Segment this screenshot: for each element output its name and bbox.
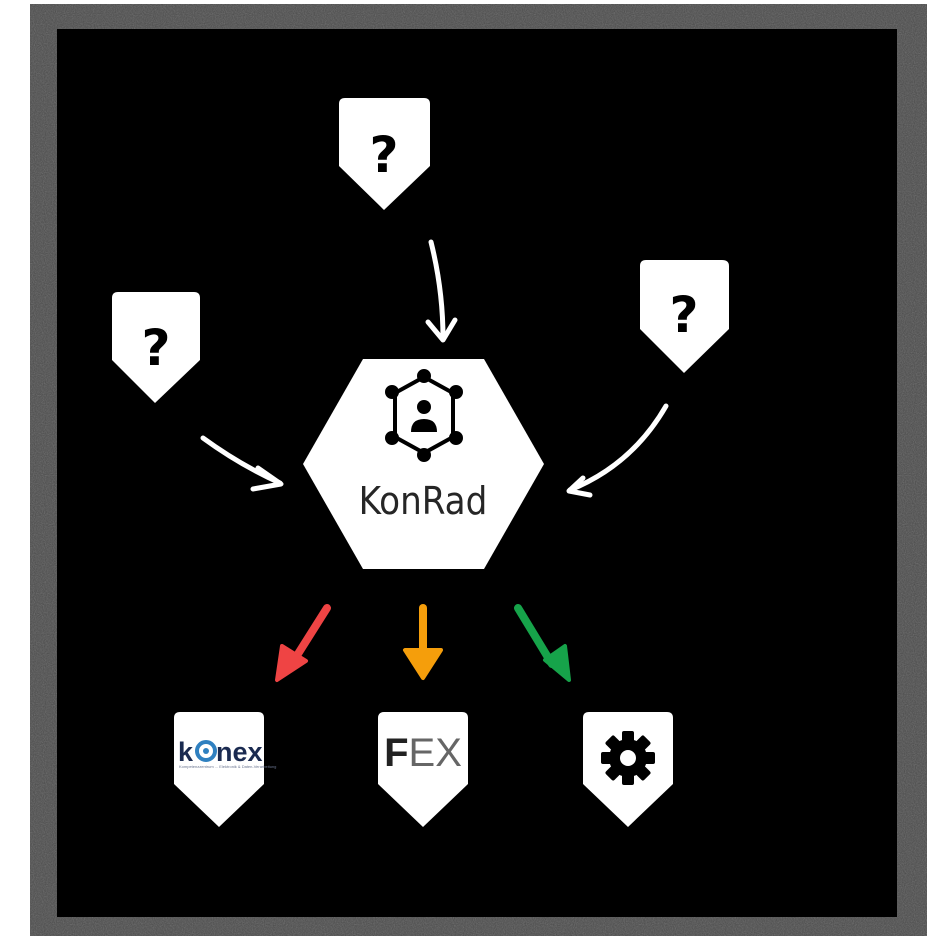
konrad-label: KonRad [359,479,488,523]
konex-logo: k nex Kompetenzzentrum ... Elektronik & … [178,737,276,769]
arrow-top-to-center [425,239,458,343]
fex-logo: FEX [384,731,462,775]
question-mark-icon: ? [669,286,698,344]
gear-icon [601,731,655,785]
input-badge-left: ? [112,292,200,403]
arrow-center-to-konex [275,604,331,682]
network-user-icon [385,369,463,462]
output-badge-fex: FEX [378,712,468,827]
arrow-center-to-settings [514,604,571,682]
arrow-left-to-center [200,435,284,492]
arrow-right-to-center [566,403,669,498]
question-mark-icon: ? [141,319,170,377]
question-mark-icon: ? [369,126,398,184]
konrad-node: KonRad [303,359,544,569]
output-badge-konex: k nex Kompetenzzentrum ... Elektronik & … [174,712,276,827]
input-badge-top: ? [339,98,430,210]
output-badge-settings [583,712,673,827]
konex-wordmark-k: k [178,737,194,767]
konex-sublabel: Kompetenzzentrum ... Elektronik & Daten-… [179,764,276,769]
arrow-center-to-fex [403,604,443,680]
konex-wordmark-nex: nex [216,737,263,767]
konex-logo-o-icon [195,740,217,762]
input-badge-right: ? [640,260,729,373]
